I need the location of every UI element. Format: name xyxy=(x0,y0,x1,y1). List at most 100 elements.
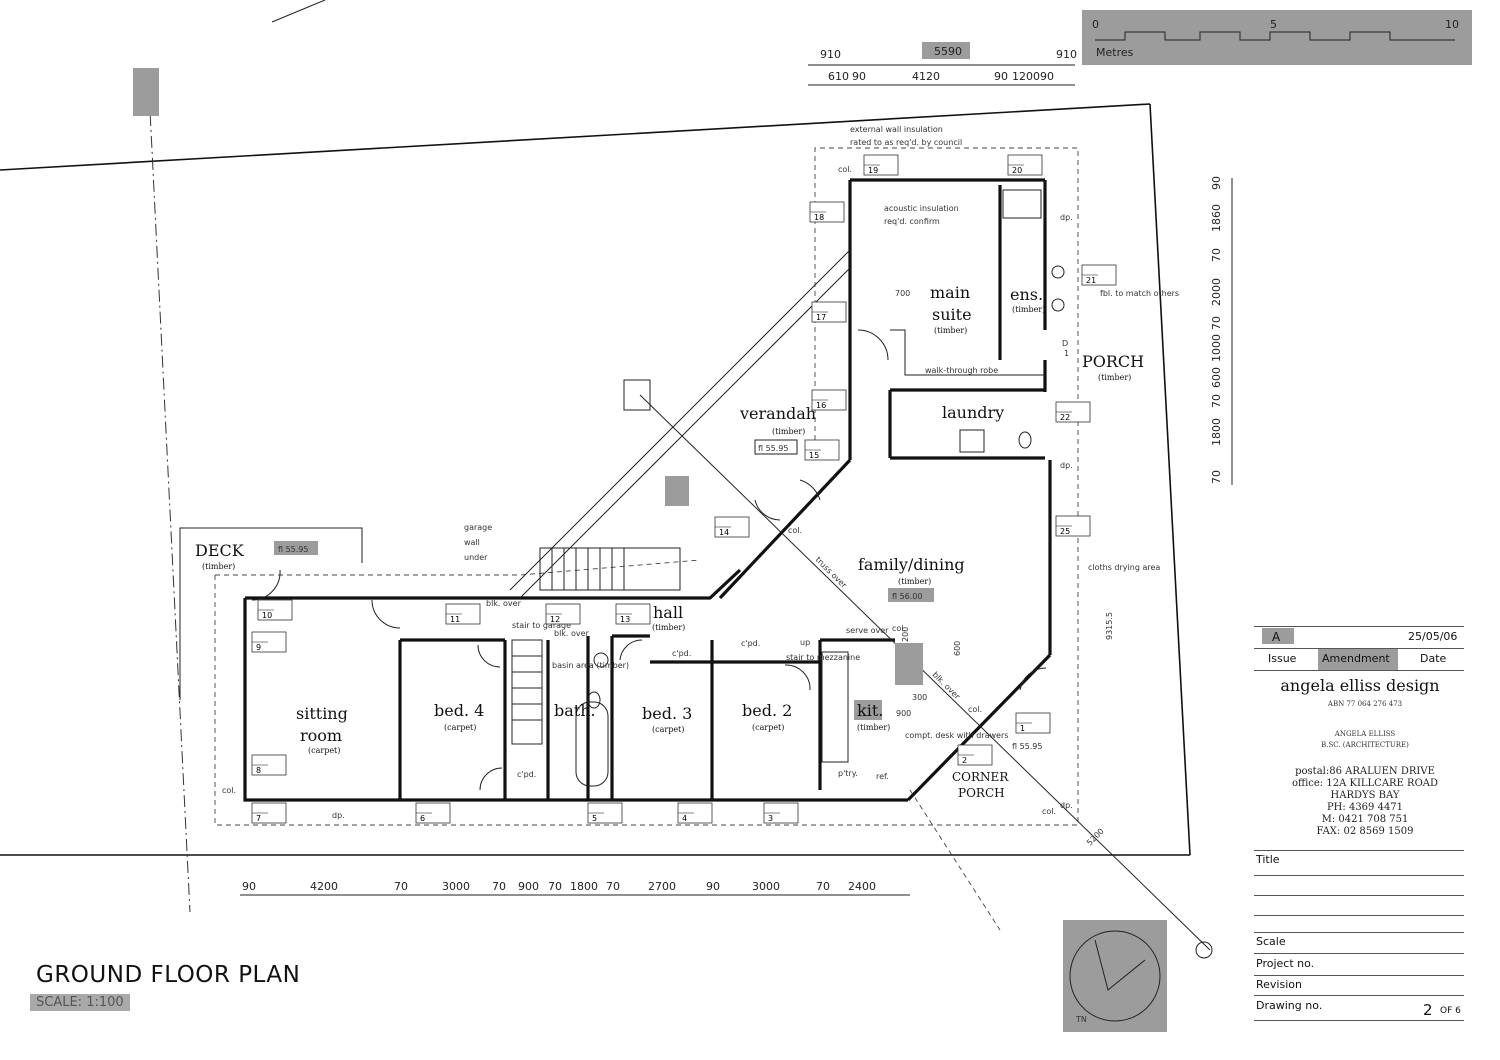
window-number: 7 xyxy=(256,814,261,823)
dim-top: 90 xyxy=(852,70,866,83)
dim-bottom: 70 xyxy=(394,880,408,893)
tb-rule xyxy=(1254,875,1464,876)
window-tag-12: 12 xyxy=(545,603,581,625)
room-bed2: bed. 2 xyxy=(742,701,792,720)
bottom-dimensions: 90 4200 70 3000 70 900 70 1800 70 2700 9… xyxy=(240,880,910,896)
floor-level: fl 55.95 xyxy=(758,444,788,453)
dim-bottom: 90 xyxy=(242,880,256,893)
dim-right: 600 xyxy=(1210,367,1223,388)
note: col. xyxy=(892,624,906,633)
tb-rule xyxy=(1254,975,1464,976)
note: stair to mezzanine xyxy=(786,653,860,662)
room-sub: (timber) xyxy=(934,326,967,335)
note: 200 xyxy=(901,627,910,642)
room-hall: hall xyxy=(653,603,683,622)
no-entry-icon xyxy=(623,379,651,411)
room-sub: (carpet) xyxy=(652,725,684,734)
window-tag-13: 13 xyxy=(615,603,651,625)
walk-robe: walk-through robe xyxy=(925,366,998,375)
dim-bottom: 1800 xyxy=(570,880,598,893)
scale-bar: 0 5 10 Metres xyxy=(1082,10,1472,65)
shade-marker xyxy=(665,476,689,506)
north-arrow: TN xyxy=(1063,920,1213,1032)
firm-person: ANGELA ELLISS xyxy=(1334,730,1396,738)
window-tag-10: 10 xyxy=(257,599,293,621)
tb-rule xyxy=(1254,995,1464,996)
room-bed3: bed. 3 xyxy=(642,704,692,723)
window-tag-25: 25 xyxy=(1055,515,1091,537)
right-dimensions: 90 1860 70 2000 70 1000 600 70 1800 70 xyxy=(1210,176,1233,485)
window-number: 17 xyxy=(816,313,826,322)
window-tag-14: 14 xyxy=(714,516,750,538)
town: HARDYS BAY xyxy=(1330,790,1400,801)
notes: external wall insulation rated to as req… xyxy=(222,125,1179,847)
window-tag-22: 22 xyxy=(1055,401,1091,423)
room-bed4: bed. 4 xyxy=(434,701,484,720)
firm-abn: ABN 77 064 276 473 xyxy=(1327,700,1403,708)
note: rated to as req'd. by council xyxy=(850,138,962,147)
window-number: 16 xyxy=(816,401,826,410)
top-dimensions: 910 5590 910 610 90 4120 90 1200 90 xyxy=(808,42,1077,86)
dim-right: 70 xyxy=(1210,248,1223,262)
issue-date: 25/05/06 xyxy=(1408,630,1458,643)
shade-marker xyxy=(1262,628,1294,644)
note: serve over xyxy=(846,626,889,635)
window-tag-20: 20 xyxy=(1007,154,1043,176)
dim-right: 70 xyxy=(1210,316,1223,330)
window-tag-18: 18 xyxy=(809,201,845,223)
shower-icon xyxy=(1002,189,1042,219)
note: blk. over xyxy=(486,599,522,608)
window-tag-4: 4 xyxy=(677,802,713,824)
room-sub: (timber) xyxy=(1012,305,1045,314)
room-sub: (timber) xyxy=(1098,373,1131,382)
room-sub: (timber) xyxy=(202,562,235,571)
basin-icon xyxy=(1051,265,1065,279)
dim-top: 910 xyxy=(820,48,841,61)
fixtures xyxy=(575,189,1065,787)
scale-tick-0: 0 xyxy=(1092,18,1099,31)
window-number: 21 xyxy=(1086,276,1096,285)
dim-top: 1200 xyxy=(1012,70,1040,83)
window-tag-16: 16 xyxy=(811,389,847,411)
window-number: 5 xyxy=(592,814,597,823)
note: dp. xyxy=(1060,461,1073,470)
room-kit: kit. xyxy=(857,701,883,720)
dim-right: 90 xyxy=(1210,176,1223,190)
window-number: 15 xyxy=(809,451,819,460)
note: up xyxy=(800,638,810,647)
window-number: 18 xyxy=(814,213,824,222)
window-tag-15: 15 xyxy=(804,439,840,461)
note: basin area (timber) xyxy=(552,661,629,670)
note: col. xyxy=(788,526,802,535)
room-deck: DECK xyxy=(195,541,245,560)
note: dp. xyxy=(1060,213,1073,222)
firm-degree: B.SC. (ARCHITECTURE) xyxy=(1321,741,1409,749)
firm-name: angela elliss design xyxy=(1280,676,1440,695)
shade-marker xyxy=(1318,648,1398,670)
tb-rule xyxy=(1254,670,1464,671)
dim-top: 610 xyxy=(828,70,849,83)
note: dp. xyxy=(332,811,345,820)
basin-icon xyxy=(1051,298,1065,312)
floor-level: fl 55.95 xyxy=(1012,742,1042,751)
dim-top: 90 xyxy=(1040,70,1054,83)
scale-tick-10: 10 xyxy=(1445,18,1459,31)
note: under xyxy=(464,553,488,562)
window-number: 1 xyxy=(1020,724,1025,733)
note: D xyxy=(1062,339,1068,348)
bathtub-icon xyxy=(575,701,609,787)
room-sitting: room xyxy=(300,726,342,745)
floor-level: fl 55.95 xyxy=(278,545,308,554)
doors xyxy=(251,329,1047,791)
window-tag-17: 17 xyxy=(811,301,847,323)
note: 900 xyxy=(896,709,911,718)
dim-bottom: 900 xyxy=(518,880,539,893)
room-verandah: verandah xyxy=(739,404,816,423)
note: dp. xyxy=(1060,801,1073,810)
office: office: 12A KILLCARE ROAD xyxy=(1291,778,1439,789)
dim-bottom: 2700 xyxy=(648,880,676,893)
room-sitting: sitting xyxy=(296,704,348,723)
room-labels: sitting room (carpet) bed. 4 (carpet) ba… xyxy=(195,283,1144,800)
room-sub: (timber) xyxy=(857,723,890,732)
page-title: GROUND FLOOR PLAN xyxy=(36,962,301,988)
